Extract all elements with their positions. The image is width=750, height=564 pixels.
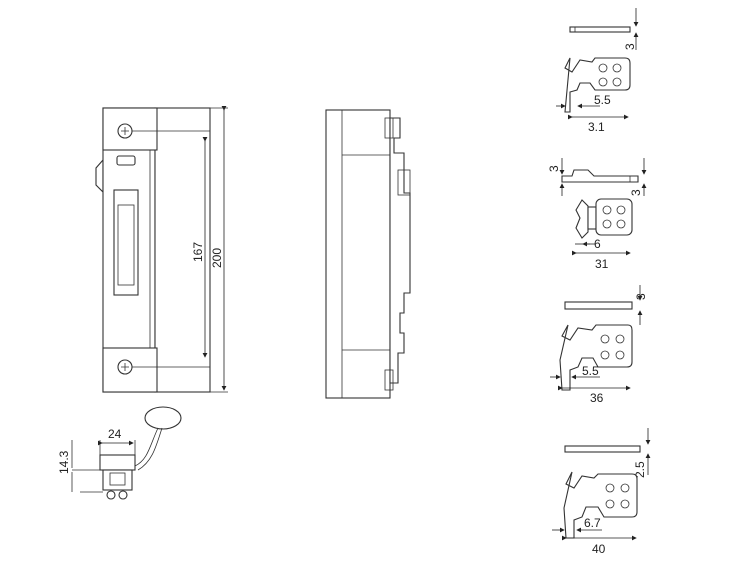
keeper-3: 3 5.5 36 [550,285,648,405]
front-view [95,107,211,393]
svg-text:2.5: 2.5 [633,461,647,478]
dimension-14-3: 14.3 [57,440,100,492]
dimension-24: 24 [98,427,136,455]
svg-text:6.7: 6.7 [584,516,601,530]
svg-text:200: 200 [210,248,224,268]
keeper-2: 3 3 6 31 [547,158,647,271]
svg-text:3.1: 3.1 [588,120,605,134]
keeper-4: 2.5 6.7 40 [552,428,651,556]
svg-text:14.3: 14.3 [57,450,71,474]
svg-text:3: 3 [623,43,637,50]
dimension-167: 167 [191,137,208,358]
side-view [325,109,411,399]
bottom-view [80,406,182,500]
svg-text:3: 3 [634,293,648,300]
svg-text:167: 167 [191,242,205,262]
svg-text:5.5: 5.5 [594,93,611,107]
svg-text:40: 40 [592,542,606,556]
svg-text:36: 36 [590,391,604,405]
dimension-200: 200 [210,106,228,393]
svg-text:5.5: 5.5 [582,364,599,378]
svg-text:6: 6 [594,237,601,251]
svg-text:24: 24 [108,427,122,441]
svg-text:3: 3 [629,189,643,196]
keeper-1: 3 5.5 3.1 [556,8,639,134]
svg-text:3: 3 [547,165,561,172]
svg-text:31: 31 [595,257,609,271]
